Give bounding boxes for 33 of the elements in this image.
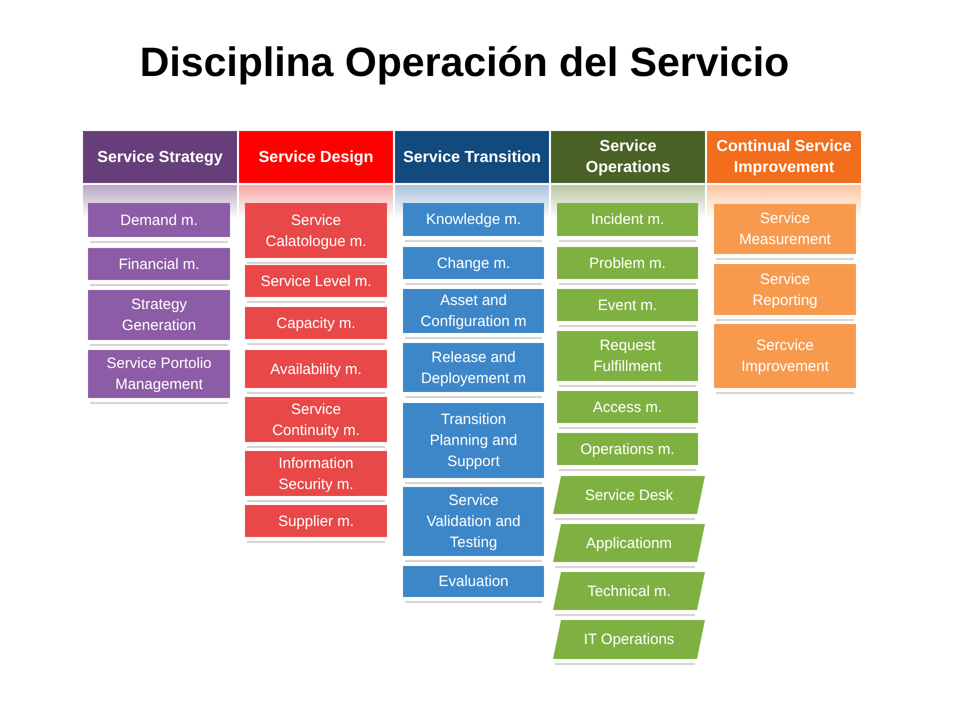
process-box: Service Measurement	[714, 204, 856, 254]
column-header: Service Strategy	[83, 131, 237, 183]
title: Disciplina Operación del Servicio	[138, 38, 790, 86]
column-header: Service Operations	[551, 131, 705, 183]
process-box: Knowledge m.	[403, 203, 544, 236]
process-box: Incident m.	[557, 203, 698, 236]
process-box: Sercvice Improvement	[714, 324, 856, 388]
column-header: Continual Service Improvement	[707, 131, 861, 183]
column-header: Service Design	[239, 131, 393, 183]
process-box: Capacity m.	[245, 307, 387, 339]
process-box: Access m.	[557, 391, 698, 423]
process-box: Evaluation	[403, 566, 544, 597]
process-box: Financial m.	[88, 248, 230, 280]
process-box: Service Validation and Testing	[403, 487, 544, 556]
process-box: Service Reporting	[714, 264, 856, 315]
process-box: Release and Deployement m	[403, 343, 544, 392]
process-box: Operations m.	[557, 433, 698, 465]
process-box: Transition Planning and Support	[403, 403, 544, 478]
process-box: Service Portolio Management	[88, 350, 230, 398]
process-box: Demand m.	[88, 203, 230, 237]
process-box: Information Security m.	[245, 451, 387, 496]
process-box: Strategy Generation	[88, 290, 230, 340]
process-box: Problem m.	[557, 247, 698, 279]
process-box: Service Continuity m.	[245, 397, 387, 442]
process-box: Availability m.	[245, 350, 387, 388]
process-box: Change m.	[403, 247, 544, 279]
process-box: Asset and Configuration m	[403, 289, 544, 333]
process-box: Request Fulfillment	[557, 331, 698, 381]
process-box: Service Calatologue m.	[245, 203, 387, 258]
process-box: Event m.	[557, 289, 698, 321]
process-box: Supplier m.	[245, 505, 387, 537]
column-header: Service Transition	[395, 131, 549, 183]
process-box: Service Level m.	[245, 265, 387, 297]
